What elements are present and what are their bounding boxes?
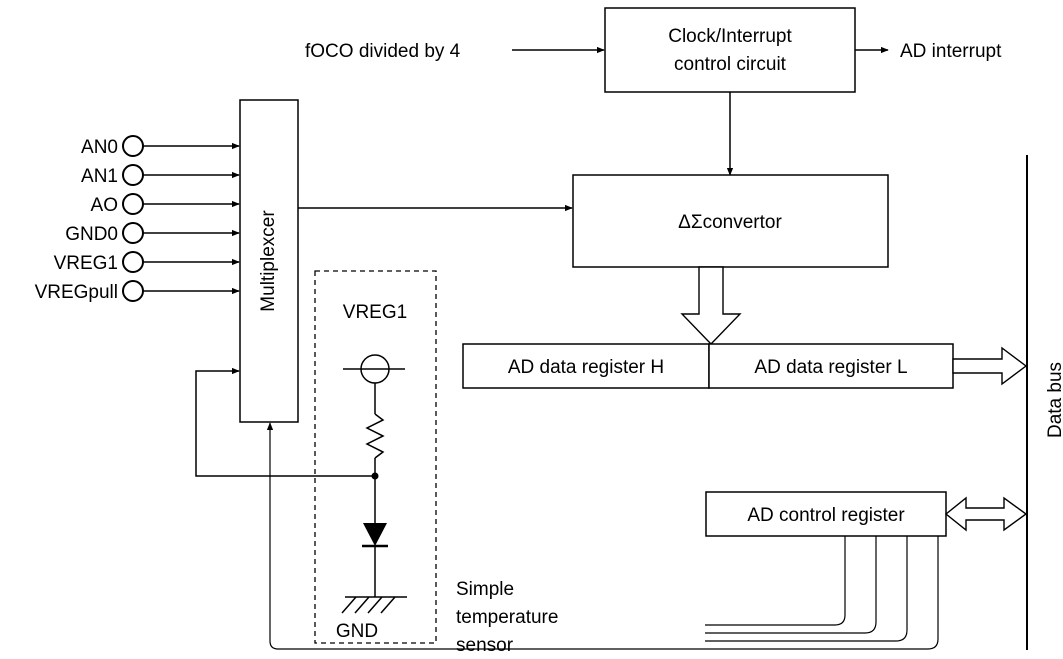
resistor-icon: [365, 413, 385, 459]
control-line-3: [705, 536, 908, 642]
pin-label-vregpull: VREGpull: [35, 282, 118, 303]
convertor-label: ΔΣconvertor: [678, 212, 782, 233]
sensor-supply-label: VREG1: [343, 302, 407, 323]
clock-interrupt-label-line1: Clock/Interrupt: [668, 26, 792, 47]
sensor-to-multiplexer-wire: [195, 367, 375, 477]
delta-sigma-convertor: [572, 174, 889, 268]
control-line-to-multiplexer: [266, 422, 939, 650]
clock-interrupt-label-line2: control circuit: [674, 54, 787, 75]
ad-data-register-l: [708, 343, 954, 389]
diode-icon: [363, 523, 387, 546]
sensor-caption-line2: temperature: [456, 607, 558, 628]
pin-label-vreg1: VREG1: [54, 253, 118, 274]
control-line-2: [705, 536, 877, 634]
input-pins: AN0 AN1 AO GND0 VREG1 VREGpull: [35, 135, 240, 303]
pin-label-ao: AO: [91, 195, 118, 216]
pin-an0-terminal: [122, 135, 144, 157]
ad-control-register: [705, 491, 947, 537]
ad-control-register-label: AD control register: [747, 505, 905, 526]
ground-icon: [341, 596, 407, 614]
control-register-bus-double-arrow: [944, 496, 1028, 532]
pin-an1-terminal: [122, 164, 144, 186]
clock-interrupt-control-circuit: [604, 7, 856, 93]
pin-label-an1: AN1: [81, 166, 118, 187]
pin-label-gnd0: GND0: [65, 224, 118, 245]
ad-data-register-h-label: AD data register H: [508, 357, 664, 378]
ad-interrupt-label: AD interrupt: [900, 41, 1002, 62]
ad-data-register-h: [462, 343, 710, 389]
convertor-to-data-register-bus-arrow: [680, 266, 742, 346]
pin-vregpull-terminal: [122, 280, 144, 302]
sensor-caption-line3: sensor: [456, 635, 514, 656]
control-register-signal-lines: [266, 422, 939, 650]
pin-label-an0: AN0: [81, 137, 118, 158]
pin-ao-terminal: [122, 193, 144, 215]
clock-source-label: fOCO divided by 4: [305, 41, 461, 62]
multiplexer-label: Multiplexcer: [258, 210, 279, 312]
control-line-1: [705, 536, 846, 626]
temperature-sensor-boundary: [314, 270, 437, 644]
data-bus-label: Data bus: [1045, 362, 1063, 438]
sensor-caption-line1: Simple: [456, 579, 514, 600]
data-register-to-bus-arrow: [952, 346, 1028, 386]
ad-data-register-l-label: AD data register L: [754, 357, 907, 378]
multiplexer-block: [239, 99, 299, 423]
pin-gnd0-terminal: [122, 222, 144, 244]
sensor-ground-label: GND: [336, 621, 378, 642]
pin-vreg1-terminal: [122, 251, 144, 273]
